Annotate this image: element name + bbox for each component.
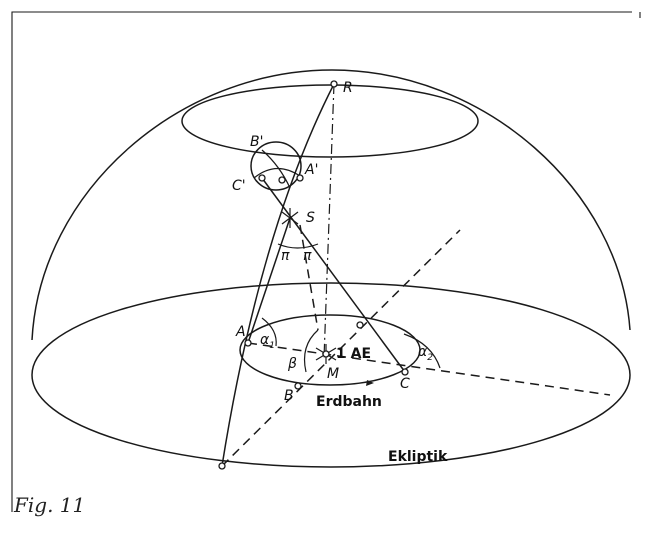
parallax-ellipse [250, 141, 302, 191]
star-symbol [281, 208, 299, 228]
earth-orbit [239, 314, 421, 386]
label-b: B [284, 388, 294, 404]
parallax-ellipse-chord-2 [261, 149, 291, 189]
dashed-horizontal [247, 342, 611, 396]
meridian-arc [221, 83, 335, 467]
alpha2-arc [403, 333, 441, 369]
dashed-diagonal [221, 229, 461, 467]
label-r: R [343, 80, 353, 96]
line-s-a [247, 217, 291, 344]
point-c-prime [258, 174, 266, 182]
label-m: M [327, 366, 339, 382]
hemisphere-outline [31, 69, 631, 341]
figure-frame [11, 11, 632, 512]
point-orbit-top [356, 321, 364, 329]
label-s: S [306, 210, 315, 226]
label-b-prime: B' [250, 134, 263, 150]
label-a: A [235, 324, 246, 340]
label-pi-2: π [303, 248, 312, 264]
top-circle [181, 84, 479, 158]
label-ekliptik: Ekliptik [388, 449, 448, 465]
beta-arc [303, 329, 319, 373]
label-pi-1: π [281, 248, 290, 264]
label-a-prime: A' [304, 162, 318, 178]
label-alpha1: α1 [260, 332, 275, 351]
point-a-prime [296, 174, 304, 182]
sun-symbol [315, 344, 337, 364]
point-b [294, 382, 302, 390]
label-alpha2: α2 [418, 344, 433, 363]
label-ae: 1 AE [336, 346, 371, 362]
polar-axis [323, 83, 335, 359]
line-cprime-c [261, 177, 406, 373]
label-c: C [400, 376, 410, 392]
alpha1-arc [261, 317, 277, 347]
parallax-angle-arc [277, 243, 319, 249]
label-erdbahn: Erdbahn [316, 394, 382, 410]
point-r [330, 80, 338, 88]
parallax-ellipse-chord [253, 167, 301, 179]
point-c [401, 368, 409, 376]
label-beta: β [287, 356, 297, 372]
dashed-cone-line [299, 224, 319, 331]
point-center-prime [278, 176, 286, 184]
point-ecliptic-bottom [218, 462, 226, 470]
ecliptic-ellipse [31, 282, 631, 468]
figure-caption: Fig. 11 [14, 493, 86, 517]
point-a [244, 339, 252, 347]
label-c-prime: C' [232, 178, 246, 194]
orbit-direction-arrow [366, 380, 374, 386]
